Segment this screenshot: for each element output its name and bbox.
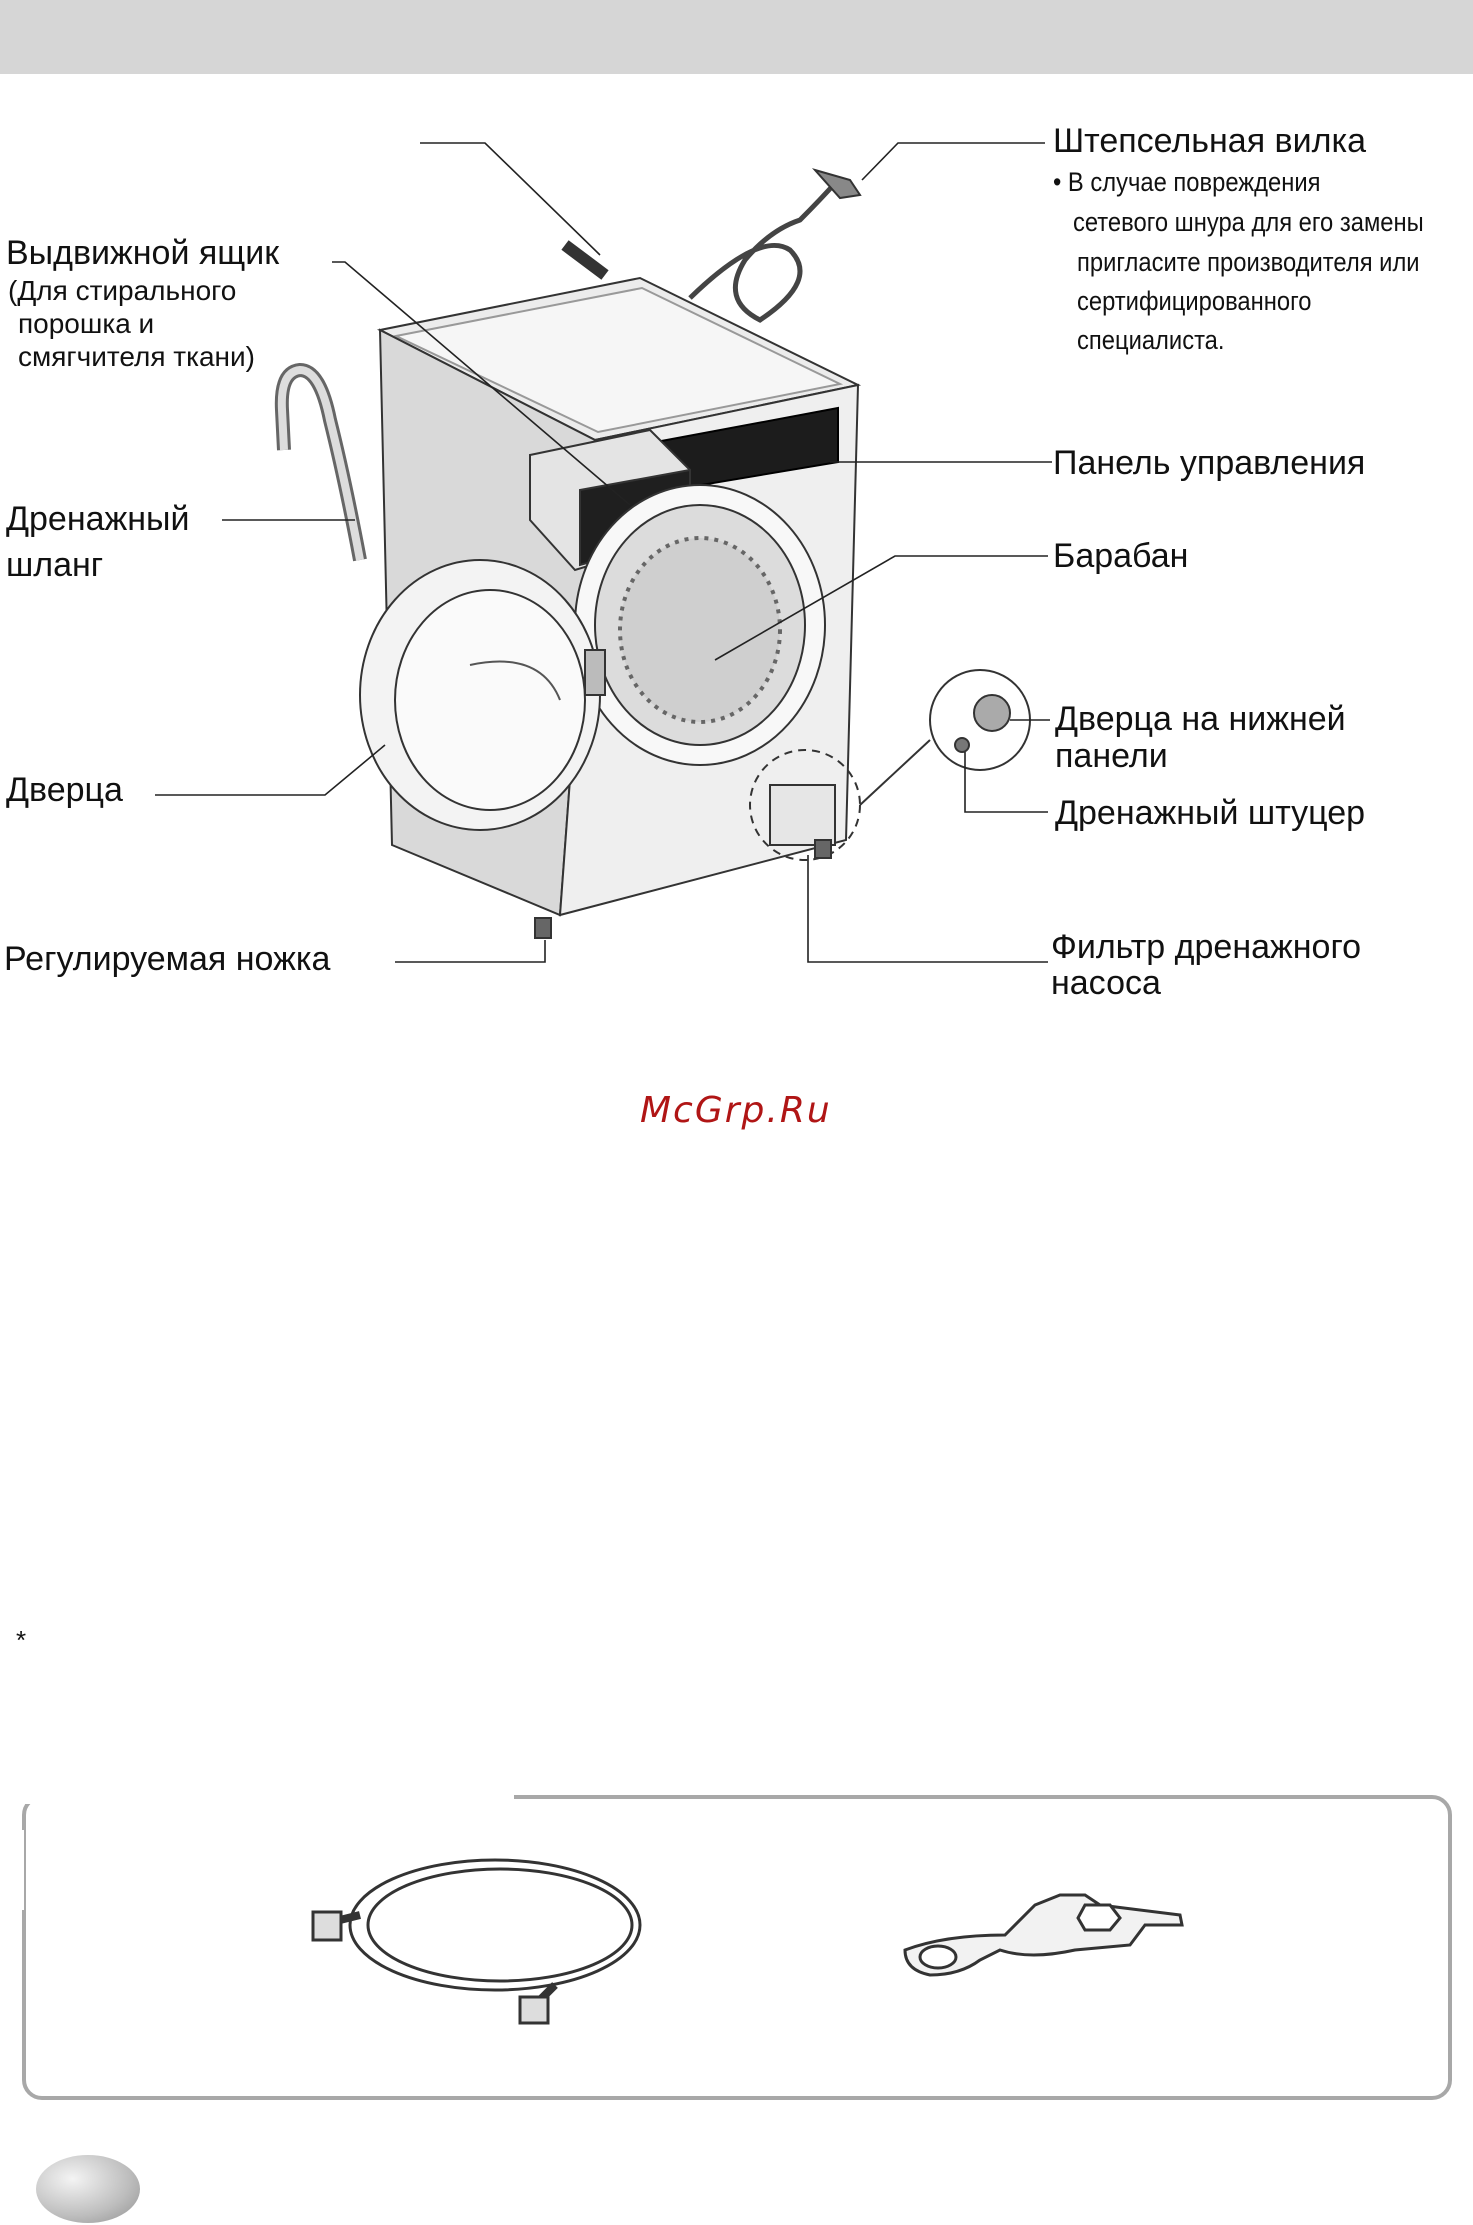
label-drawer-sub-1: (Для стирального <box>8 275 237 306</box>
plug-note-1: • В случае повреждения <box>1053 167 1321 197</box>
spanner-icon <box>903 1893 1184 1977</box>
label-door: Дверца <box>6 771 123 809</box>
plug-note-2: сетевого шнура для его замены <box>1073 207 1424 237</box>
header-bar <box>0 0 1473 74</box>
label-drain-hose-1: Дренажный <box>6 500 190 538</box>
watermark: McGrp.Ru <box>640 1090 832 1131</box>
label-drawer-sub-3: смягчителя ткани) <box>18 341 255 372</box>
label-control-panel: Панель управления <box>1053 444 1366 482</box>
label-drain-hose-2: шланг <box>6 546 104 584</box>
plug-note-5: специалиста. <box>1077 325 1225 355</box>
accessories-frame-break <box>18 1830 24 1910</box>
page-number-tab <box>36 2155 140 2223</box>
accessories-frame <box>22 1795 1452 2100</box>
label-drawer: Выдвижной ящик <box>6 234 280 272</box>
label-drum: Барабан <box>1053 537 1189 575</box>
leader-lines <box>155 142 1052 963</box>
label-pump-filter-1: Фильтр дренажного <box>1051 928 1362 966</box>
label-drain-nozzle: Дренажный штуцер <box>1055 794 1366 832</box>
label-leg: Регулируемая ножка <box>4 940 331 978</box>
footnote-symbol: * <box>16 1625 27 1655</box>
label-drawer-sub-2: порошка и <box>18 308 155 339</box>
plug-note-4: сертифицированного <box>1077 286 1312 316</box>
inlet-hose-icon <box>311 1858 642 2025</box>
label-lower-door-2: панели <box>1055 737 1168 775</box>
accessories-frame-gap <box>18 1790 514 1804</box>
label-pump-filter-2: насоса <box>1051 964 1161 1002</box>
washing-machine-icon <box>274 168 1031 939</box>
label-lower-door-1: Дверца на нижней <box>1055 700 1346 738</box>
label-plug: Штепсельная вилка <box>1053 122 1366 160</box>
plug-note-3: пригласите производителя или <box>1077 247 1420 277</box>
